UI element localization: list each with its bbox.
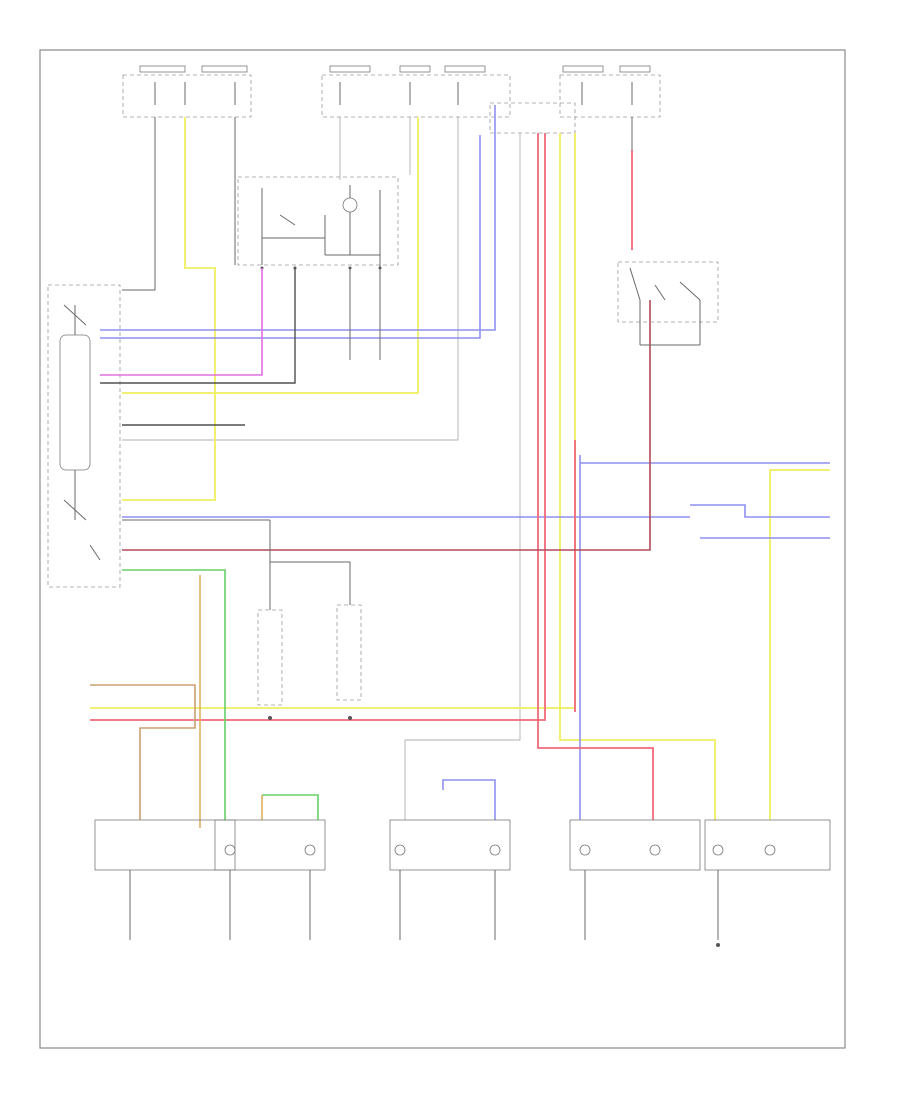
control-module-left bbox=[47, 284, 121, 588]
diagram-frame bbox=[39, 49, 846, 1049]
fuse-box-left bbox=[122, 65, 252, 118]
ground-drops bbox=[129, 870, 720, 947]
fuse-box-center bbox=[321, 65, 511, 118]
junction-block-top bbox=[489, 102, 576, 134]
bottom-devices bbox=[94, 819, 831, 871]
switch-right bbox=[617, 261, 719, 346]
relay-box bbox=[237, 176, 399, 270]
lamp-unit-mid-right bbox=[269, 561, 362, 720]
fuse-box-right bbox=[559, 65, 661, 118]
